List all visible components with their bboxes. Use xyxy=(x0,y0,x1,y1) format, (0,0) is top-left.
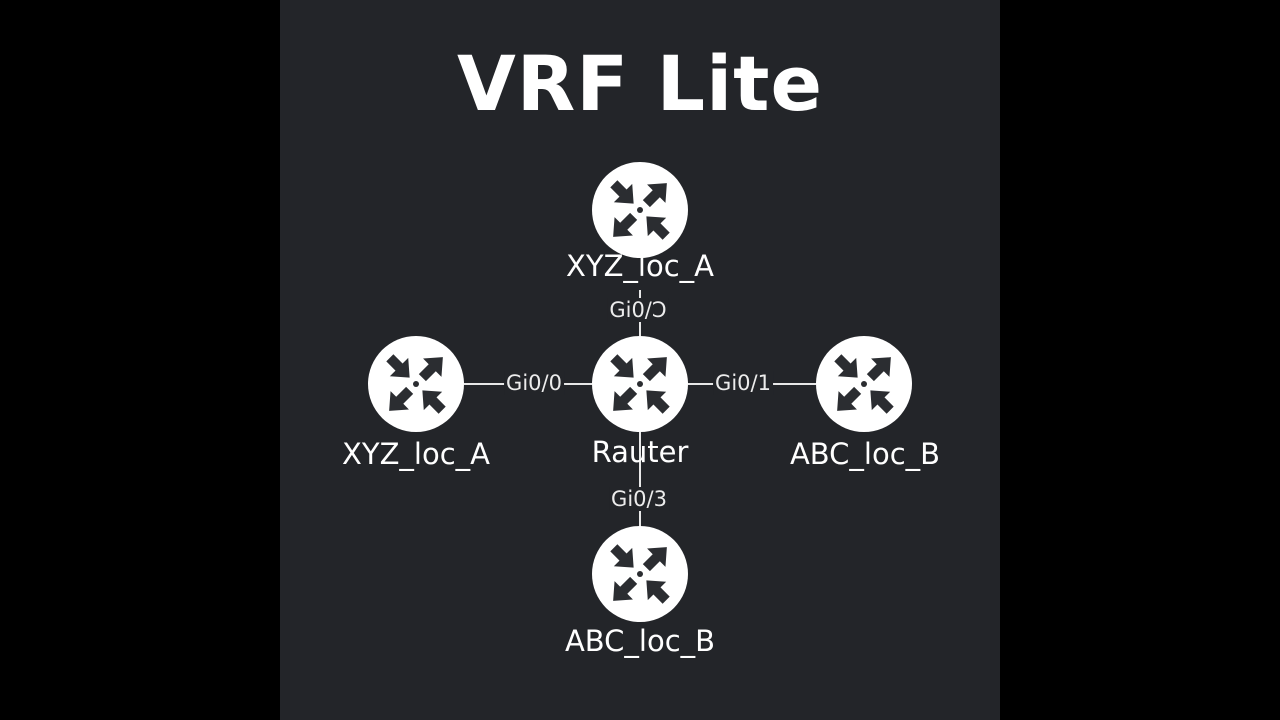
port-label-right: Gi0/1 xyxy=(713,371,773,395)
router-node-right[interactable] xyxy=(816,336,912,432)
node-label-left: XYZ_loc_A xyxy=(341,437,491,471)
router-node-left[interactable] xyxy=(368,336,464,432)
node-label-top: XYZ_loc_A xyxy=(565,249,715,283)
router-icon xyxy=(386,354,446,414)
port-label-bottom: Gi0/3 xyxy=(609,487,669,511)
router-node-bottom[interactable] xyxy=(592,526,688,622)
router-icon xyxy=(834,354,894,414)
port-label-left: Gi0/0 xyxy=(504,371,564,395)
router-node-top[interactable] xyxy=(592,162,688,258)
port-label-top: Gi0/Ɔ xyxy=(607,298,669,322)
router-node-center[interactable] xyxy=(592,336,688,432)
diagram-panel: VRF Lite XYZ_loc_A XYZ_loc_A Rauter ABC_… xyxy=(280,0,1000,720)
node-label-right: ABC_loc_B xyxy=(789,437,941,471)
node-label-bottom: ABC_loc_B xyxy=(564,624,716,658)
router-icon xyxy=(610,180,670,240)
diagram-title: VRF Lite xyxy=(456,39,824,128)
node-label-center: Rauter xyxy=(591,435,689,469)
router-icon xyxy=(610,354,670,414)
router-icon xyxy=(610,544,670,604)
